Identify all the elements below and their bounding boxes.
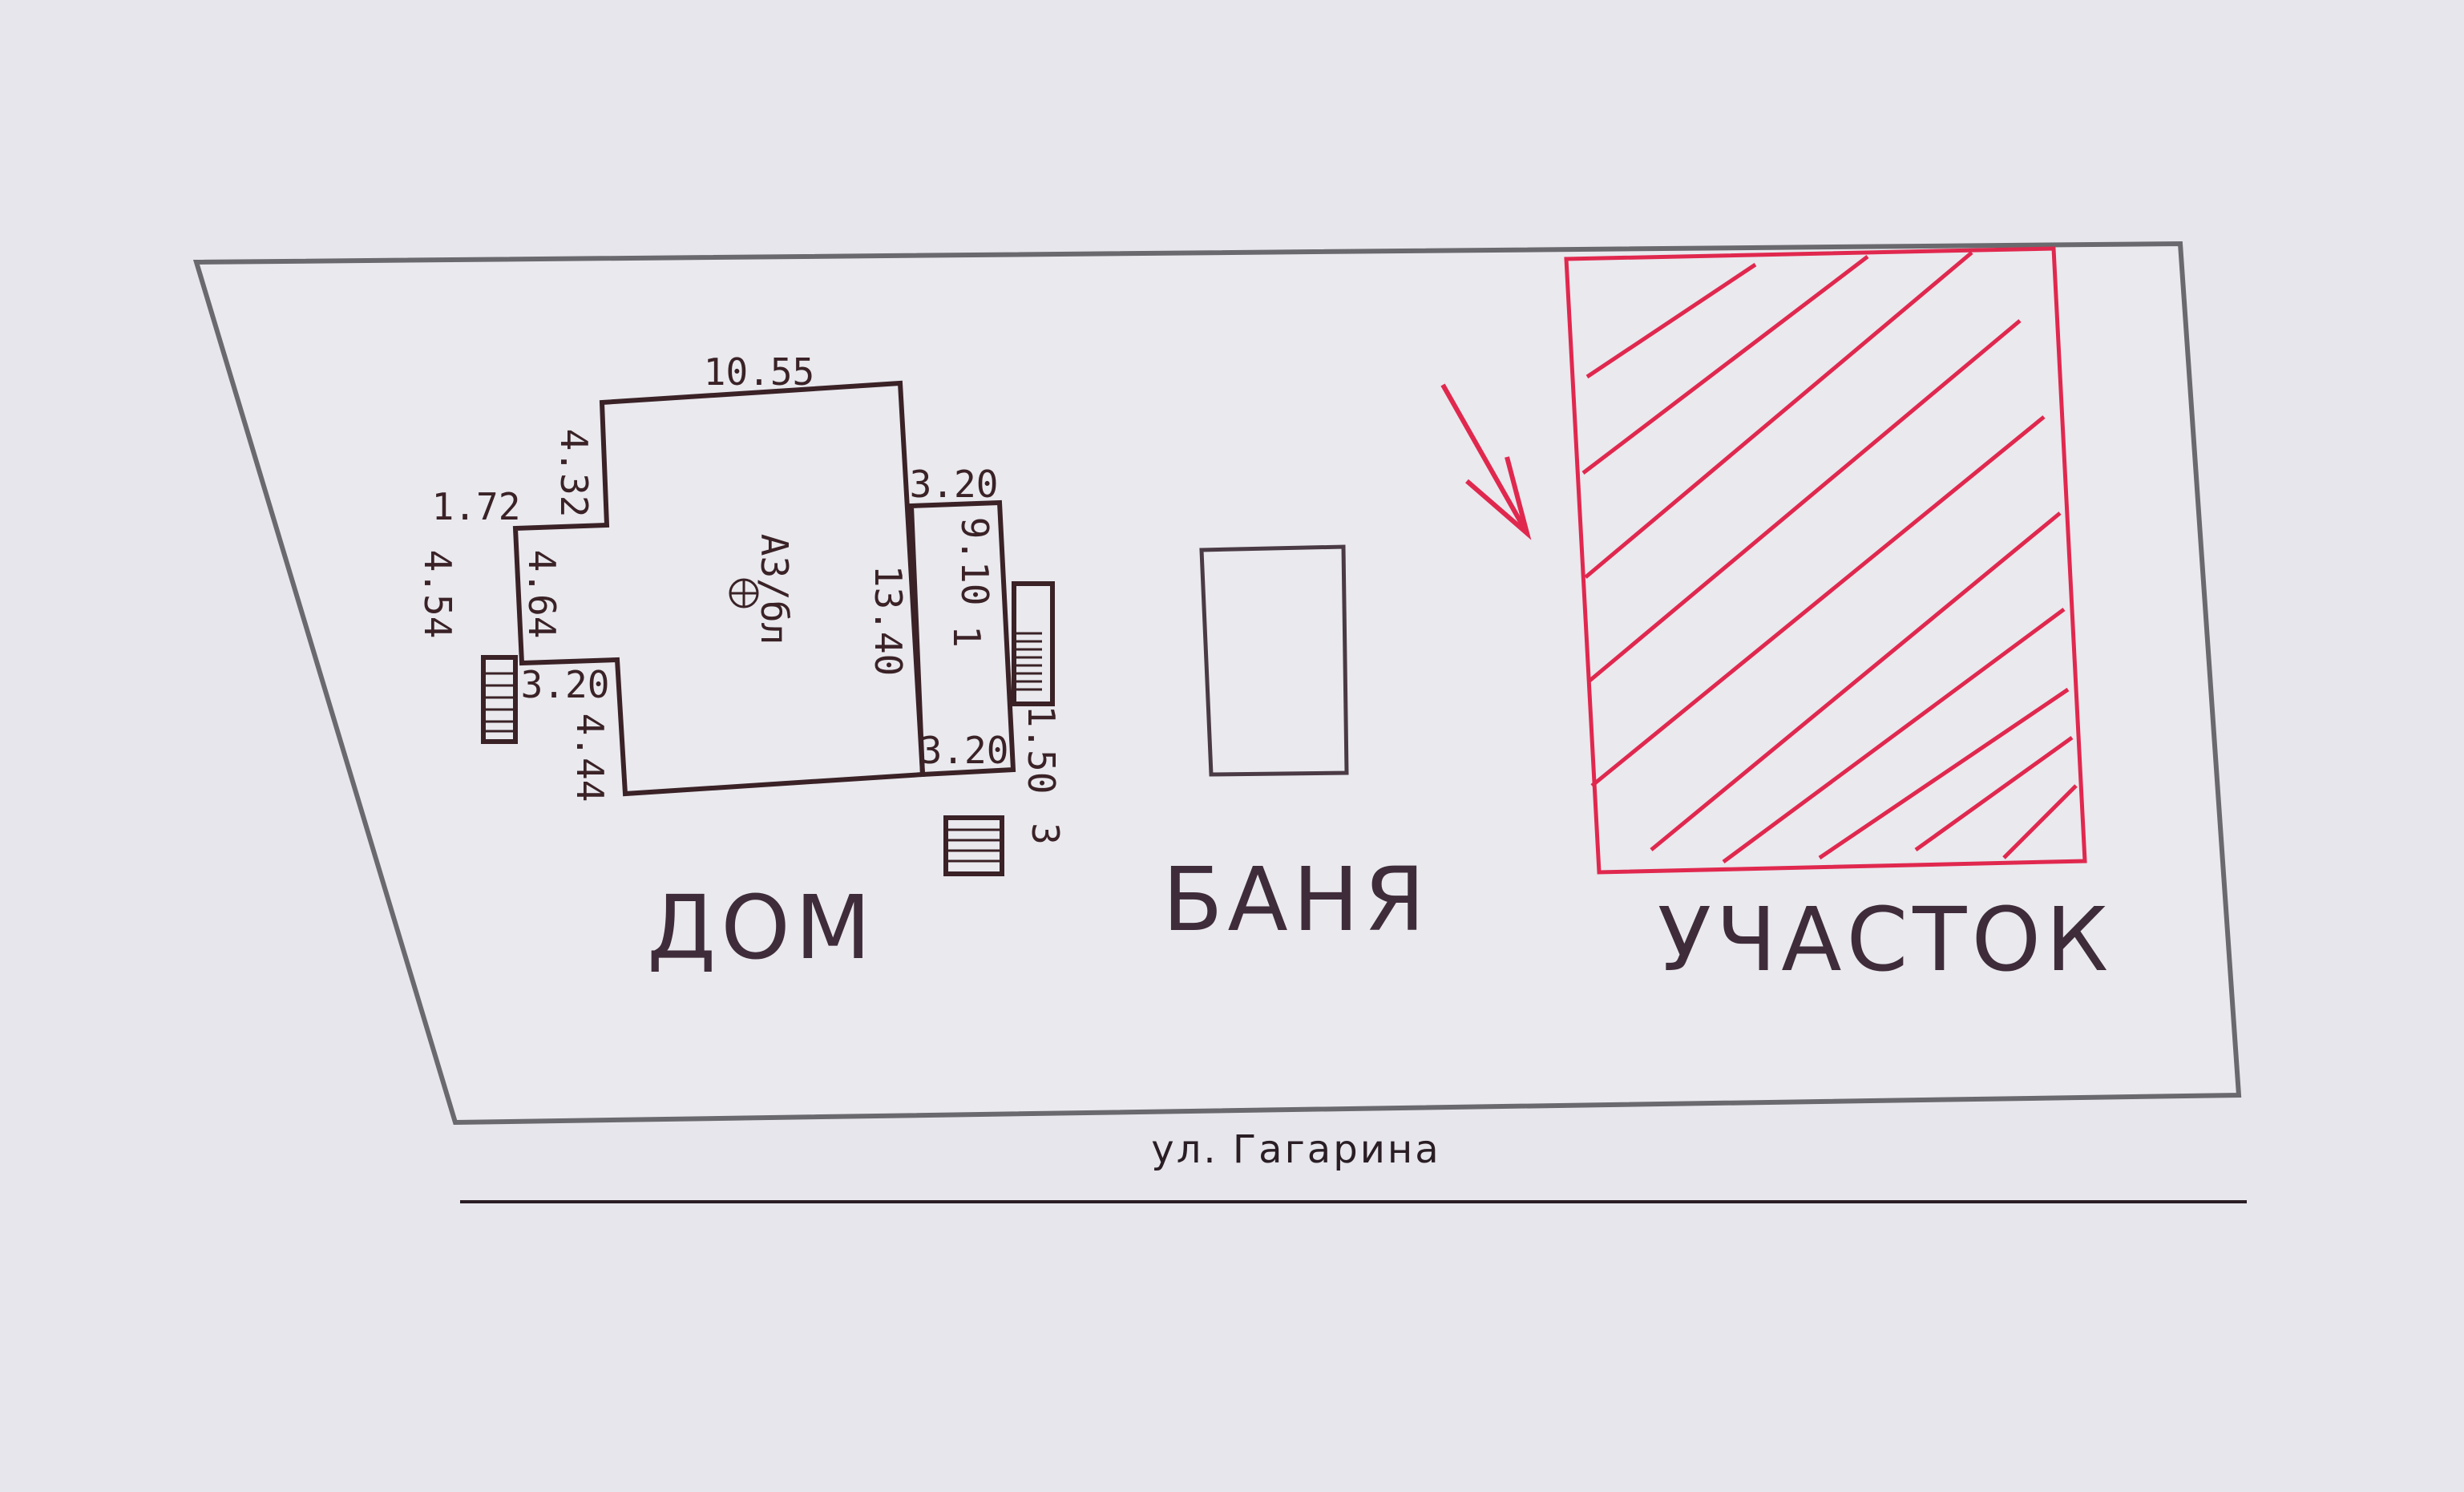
annex-side-stairs bbox=[1012, 581, 1055, 706]
dim-annex-porch: 1.50 bbox=[1020, 706, 1063, 795]
dim-annex-porch-step: 3 bbox=[1024, 823, 1067, 845]
dim-porch-length: 4.54 bbox=[416, 550, 459, 639]
bathhouse-label: БАНЯ bbox=[1162, 848, 1430, 951]
house-annex bbox=[908, 499, 1016, 778]
dim-main-right: 13.40 bbox=[866, 565, 910, 676]
left-porch-stairs bbox=[481, 655, 518, 744]
dim-left-upper: 4.32 bbox=[552, 429, 596, 518]
house-label: ДОМ bbox=[647, 876, 875, 979]
dim-annex-side: 9.10 bbox=[953, 517, 996, 606]
plot-label: УЧАСТОК bbox=[1658, 888, 2113, 991]
red-arrow-icon bbox=[1440, 383, 1532, 540]
survey-point-icon bbox=[729, 578, 759, 609]
room-number: 1 bbox=[945, 625, 988, 648]
lot-boundary bbox=[192, 241, 2242, 1126]
house-outline bbox=[481, 380, 1055, 876]
dim-left-middle: 4.64 bbox=[520, 550, 563, 639]
house-marker: А3/бл bbox=[753, 534, 796, 645]
street-label: ул. Гагарина bbox=[1151, 1127, 1440, 1172]
stair-treads bbox=[483, 632, 1042, 863]
dim-left-lower-step: 3.20 bbox=[521, 663, 610, 706]
plot-hatched-area bbox=[1564, 246, 2087, 875]
dim-annex-bottom: 3.20 bbox=[920, 729, 1009, 772]
dim-porch-width: 1.72 bbox=[432, 485, 521, 528]
bathhouse-outline bbox=[1199, 544, 1349, 777]
dim-left-lower: 4.44 bbox=[568, 714, 612, 803]
dim-top: 10.55 bbox=[704, 350, 814, 394]
bottom-porch-stairs bbox=[943, 815, 1004, 876]
dim-annex-top: 3.20 bbox=[910, 463, 999, 506]
